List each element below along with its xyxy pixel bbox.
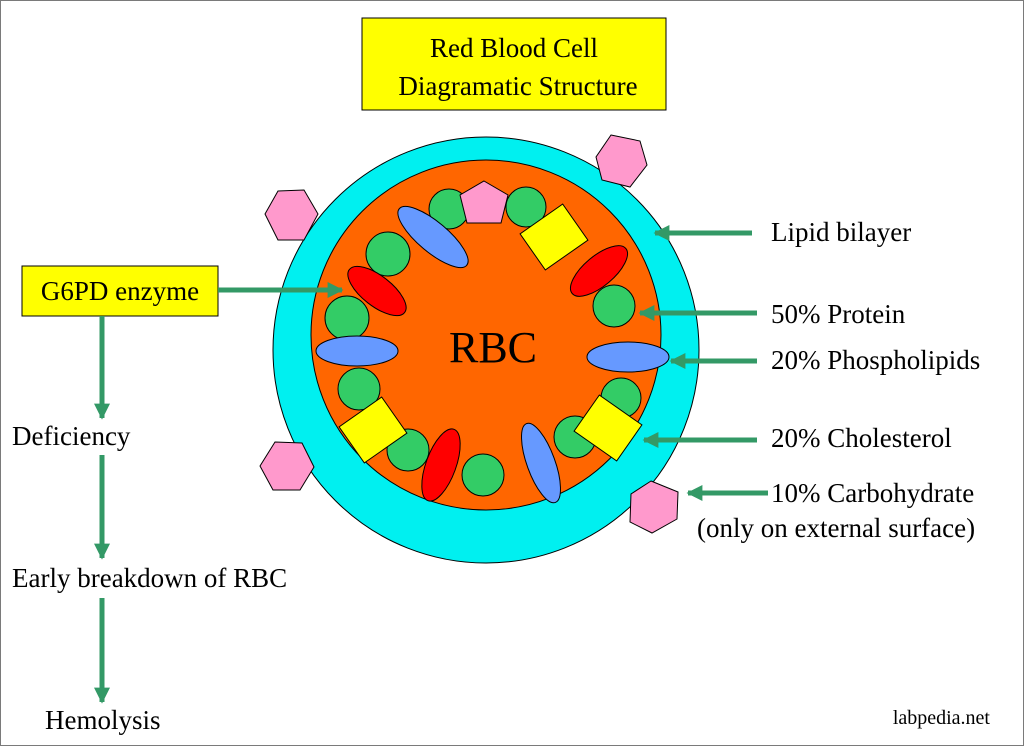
phospholipid-ellipse: [315, 335, 399, 367]
title-box: [361, 17, 667, 111]
protein-circle: [337, 367, 381, 411]
phospholipid-ellipse: [586, 341, 670, 373]
watermark: labpedia.net: [893, 707, 991, 729]
protein-circle: [461, 453, 505, 497]
flow-arrows: [93, 281, 344, 704]
protein-group: [324, 186, 642, 497]
label-lipid-bilayer: Lipid bilayer: [771, 217, 911, 247]
protein-circle: [365, 231, 411, 277]
carbohydrate-group: [259, 134, 679, 534]
carbohydrate-pentagon: [459, 180, 509, 224]
cell-center-label: RBC: [449, 323, 537, 372]
component-arrows: [638, 224, 768, 502]
phospholipid-group: [315, 205, 670, 504]
label-cholesterol: 20% Cholesterol: [771, 423, 952, 453]
red-ellipse: [347, 265, 407, 317]
cholesterol-square: [338, 396, 408, 464]
flow-step-deficiency: Deficiency: [12, 421, 131, 451]
label-carbohydrate: 10% Carbohydrate: [771, 478, 974, 508]
protein-circle: [505, 186, 547, 228]
phospholipid-ellipse: [397, 205, 469, 269]
phospholipid-ellipse: [521, 422, 561, 504]
red-ellipse-group: [347, 245, 628, 502]
carbohydrate-hexagon: [259, 441, 315, 491]
cholesterol-group: [338, 203, 643, 464]
label-protein: 50% Protein: [771, 299, 906, 329]
flow-step-hemolysis: Hemolysis: [45, 705, 161, 735]
cholesterol-square: [573, 394, 643, 462]
enzyme-box: [21, 265, 219, 317]
carbohydrate-hexagon: [264, 189, 319, 241]
enzyme-label: G6PD enzyme: [41, 276, 199, 306]
label-carbohydrate-note: (only on external surface): [697, 513, 975, 543]
red-ellipse: [421, 428, 461, 502]
red-blood-cell: RBC: [259, 134, 700, 564]
red-ellipse: [570, 245, 628, 297]
carbohydrate-hexagon: [629, 480, 679, 534]
cholesterol-square: [519, 203, 589, 271]
carbohydrate-hexagon: [595, 134, 648, 188]
protein-circle: [592, 284, 636, 328]
protein-circle: [324, 295, 370, 341]
title-line-2: Diagramatic Structure: [398, 71, 637, 101]
title-line-1: Red Blood Cell: [430, 33, 598, 63]
flow-step-breakdown: Early breakdown of RBC: [12, 563, 287, 593]
label-phospholipids: 20% Phospholipids: [771, 345, 980, 375]
